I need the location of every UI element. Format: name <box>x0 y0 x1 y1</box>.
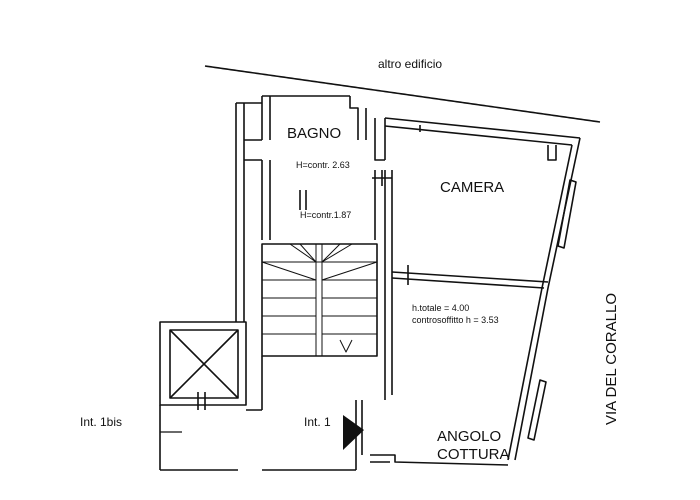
stair-well <box>261 243 378 357</box>
lift-shaft <box>169 329 239 399</box>
kitchen-bottom-wall <box>370 454 509 466</box>
entrance-1-label: Int. 1 <box>304 415 331 429</box>
kitchen-label-line2: COTTURA <box>437 446 510 463</box>
entrance-arrow-1 <box>343 415 364 450</box>
bedroom-kitchen-divider <box>391 271 549 289</box>
outer-wall-top <box>235 102 581 238</box>
bathroom-height-1: H=contr. 2.63 <box>296 160 350 170</box>
neighbor-boundary-line <box>204 65 601 123</box>
window-lower-right <box>527 379 547 441</box>
height-total-label: h.totale = 4.00 <box>412 303 469 313</box>
window-upper-right <box>557 179 577 249</box>
bathroom-label: BAGNO <box>287 125 341 142</box>
bathroom-walls <box>244 95 367 240</box>
bathroom-height-2: H=contr.1.87 <box>300 210 351 220</box>
ceiling-height-label: controsoffitto h = 3.53 <box>412 315 499 325</box>
stair-steps <box>261 243 378 356</box>
street-label: VIA DEL CORALLO <box>603 293 620 425</box>
bathroom-door <box>372 170 392 186</box>
kitchen-label-line1: ANGOLO <box>437 428 501 445</box>
neighbor-label: altro edificio <box>378 57 442 71</box>
bedroom-label: CAMERA <box>440 179 504 196</box>
corridor-walls <box>159 238 363 471</box>
entrance-1bis-label: Int. 1bis <box>80 415 122 429</box>
